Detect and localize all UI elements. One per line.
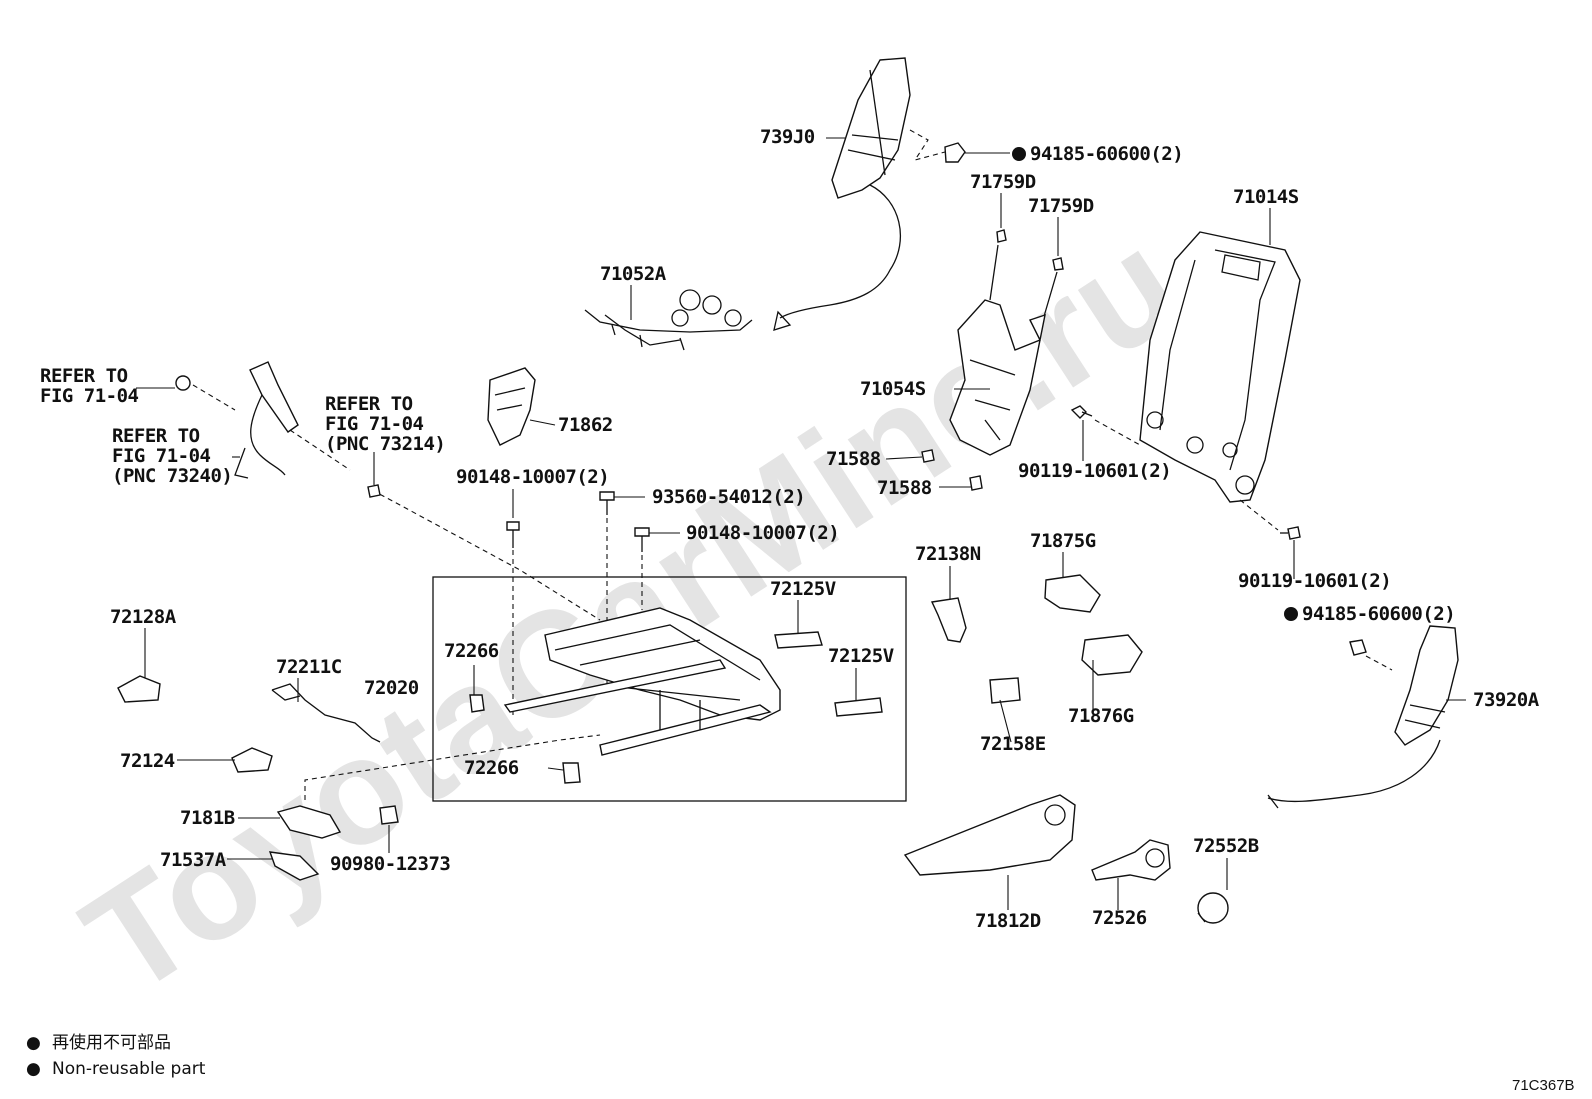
part-72128A-drawing [117, 675, 161, 703]
part-71876G-drawing [1081, 634, 1143, 676]
label-71054S: 71054S [860, 378, 926, 400]
part-71537A-drawing [268, 851, 320, 881]
label-71875G: 71875G [1030, 530, 1096, 552]
legend-japanese: 再使用不可部品 [52, 1032, 171, 1053]
label-72552B: 72552B [1193, 835, 1259, 857]
bolt-90148-b-drawing [634, 527, 650, 610]
part-72552B-drawing [1197, 892, 1229, 924]
figure-code: 71C367B [1512, 1077, 1575, 1094]
label-93560: 93560-54012(2) [652, 486, 805, 508]
label-90148-a: 90148-10007(2) [456, 466, 609, 488]
part-72211C-drawing [271, 683, 381, 743]
label-90119-b: 90119-10601(2) [1238, 570, 1391, 592]
label-72158E: 72158E [980, 733, 1046, 755]
clip-72266-b-drawing [562, 762, 581, 784]
part-73920A-drawing [1267, 625, 1459, 809]
label-739J0: 739J0 [760, 126, 815, 148]
label-refer-3-line2: FIG 71-04 [325, 413, 424, 435]
part-72526-drawing [1091, 839, 1171, 881]
bolt-90148-a-drawing [506, 521, 520, 715]
clip-71588-b-drawing [969, 475, 983, 491]
label-90119-a: 90119-10601(2) [1018, 460, 1171, 482]
label-72138N: 72138N [915, 543, 981, 565]
label-72266-b: 72266 [464, 757, 519, 779]
part-71054S-drawing [949, 229, 1064, 456]
part-739J0-drawing [773, 57, 911, 331]
label-refer-3-line3: (PNC 73214) [325, 433, 445, 455]
label-71014S: 71014S [1233, 186, 1299, 208]
part-72125V-a-drawing [774, 631, 823, 649]
legend-bullet-1: ● [26, 1033, 41, 1053]
part-71812D-drawing [903, 794, 1076, 876]
label-90148-b: 90148-10007(2) [686, 522, 839, 544]
label-72125V-b: 72125V [828, 645, 894, 667]
seatbelt-buckle-drawing [175, 361, 601, 621]
part-90980-connector-drawing [379, 805, 399, 825]
part-72020-drawing [503, 607, 781, 756]
non-reusable-dot-top [1012, 147, 1026, 161]
part-72158E-drawing [989, 677, 1021, 704]
part-71862-drawing [487, 367, 536, 446]
legend-bullet-2: ● [26, 1059, 41, 1079]
label-71812D: 71812D [975, 910, 1041, 932]
label-73920A: 73920A [1473, 689, 1540, 711]
label-94185-top: 94185-60600(2) [1030, 143, 1183, 165]
part-71014S-drawing [1139, 231, 1301, 503]
legend: ● 再使用不可部品 ● Non-reusable part [26, 1032, 206, 1079]
label-72125V-a: 72125V [770, 578, 836, 600]
label-71759D-a: 71759D [970, 171, 1036, 193]
label-71537A: 71537A [160, 849, 227, 871]
label-72211C: 72211C [276, 656, 342, 678]
nut-94185-top-drawing [909, 129, 966, 163]
label-7181B: 7181B [180, 807, 235, 829]
label-71759D-b: 71759D [1028, 195, 1094, 217]
label-71588-a: 71588 [826, 448, 881, 470]
leader-lines [136, 137, 1466, 910]
part-72138N-drawing [930, 597, 967, 643]
part-71052A-drawing [584, 289, 753, 351]
label-72020: 72020 [364, 677, 419, 699]
label-72124: 72124 [120, 750, 175, 772]
part-7181B-drawing [276, 734, 601, 839]
label-94185-bottom: 94185-60600(2) [1302, 603, 1455, 625]
label-refer-2-line1: REFER TO [112, 425, 200, 447]
assembly-box-72020 [432, 576, 907, 802]
label-refer-2-line2: FIG 71-04 [112, 445, 211, 467]
part-72124-drawing [231, 747, 273, 773]
label-71588-b: 71588 [877, 477, 932, 499]
label-72526: 72526 [1092, 907, 1147, 929]
label-refer-1-line1: REFER TO [40, 365, 128, 387]
label-72128A: 72128A [110, 606, 177, 628]
bolt-93560-drawing [599, 491, 615, 690]
clip-71588-a-drawing [921, 449, 935, 463]
label-refer-1-line2: FIG 71-04 [40, 385, 139, 407]
label-71862: 71862 [558, 414, 613, 436]
label-72266-a: 72266 [444, 640, 499, 662]
clip-72266-a-drawing [469, 694, 485, 713]
non-reusable-dot-bottom [1284, 607, 1298, 621]
label-71876G: 71876G [1068, 705, 1134, 727]
bolt-90119-a-drawing [1070, 405, 1141, 446]
part-72125V-b-drawing [834, 697, 883, 717]
legend-english: Non-reusable part [52, 1059, 206, 1079]
label-71052A: 71052A [600, 263, 667, 285]
label-90980: 90980-12373 [330, 853, 450, 875]
part-71875G-drawing [1044, 574, 1101, 613]
label-refer-2-line3: (PNC 73240) [112, 465, 232, 487]
bolt-90119-b-drawing [1239, 499, 1301, 540]
label-refer-3-line1: REFER TO [325, 393, 413, 415]
